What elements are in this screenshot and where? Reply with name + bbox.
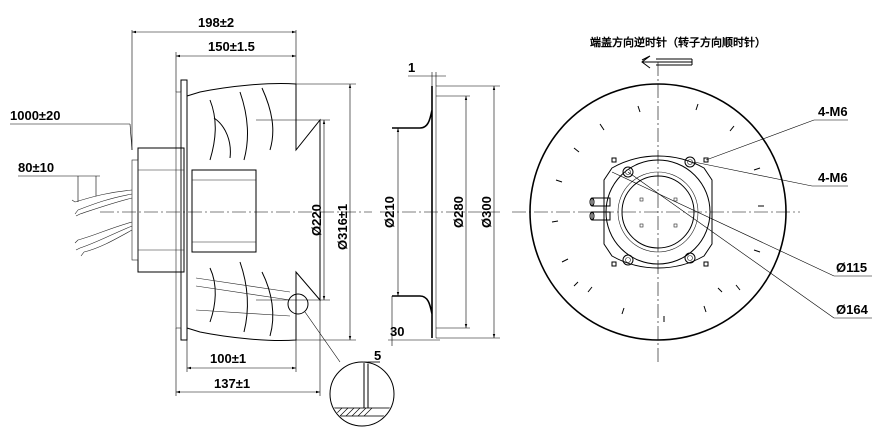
- leader-holes-inner: [693, 161, 813, 187]
- label-width-mid: 137±1: [214, 376, 250, 391]
- inlet-ring-view: 1 Ø210 Ø280 Ø300 30: [380, 60, 500, 346]
- motor-body: [137, 147, 185, 273]
- label-dia-inlet: Ø220: [309, 204, 324, 236]
- inlet-ring-profile: [392, 86, 433, 338]
- detail-circle: [329, 361, 395, 427]
- front-view: 端盖方向逆时针（转子方向顺时针） 4-M6 4-M6 Ø115 Ø164: [512, 35, 872, 365]
- bolt-holes-outer: [622, 156, 696, 266]
- label-ring-thickness: 1: [408, 60, 415, 75]
- front-hub-circle: [621, 175, 695, 249]
- label-ring-dia-inner: Ø210: [382, 196, 397, 228]
- label-bolt-circle-small: Ø115: [836, 260, 867, 275]
- detail-callout: [287, 293, 309, 315]
- label-holes-outer: 4-M6: [818, 104, 848, 119]
- label-ring-depth: 30: [390, 324, 404, 339]
- rotation-arrow: [641, 55, 693, 69]
- front-outer-circle: [529, 83, 787, 341]
- bolt-holes-inner: [611, 157, 709, 267]
- leader-dia-115: [611, 171, 835, 277]
- cables: [71, 189, 133, 257]
- label-width-impeller: 150±1.5: [208, 39, 255, 54]
- label-detail-gap: 5: [374, 348, 381, 363]
- label-ring-dia-outer: Ø300: [479, 196, 494, 228]
- label-cable-strip: 80±10: [18, 160, 54, 175]
- blade-ticks: [551, 103, 764, 322]
- label-ring-dia-mid: Ø280: [451, 196, 466, 228]
- label-bolt-circle-large: Ø164: [836, 302, 869, 317]
- leader-cable-length: [129, 123, 133, 151]
- leader-holes-outer: [705, 119, 815, 161]
- label-rotation-note: 端盖方向逆时针（转子方向顺时针）: [590, 35, 766, 49]
- cable-gland: [589, 197, 611, 221]
- label-width-front: 100±1: [210, 351, 246, 366]
- label-cable-length: 1000±20: [10, 108, 61, 123]
- label-dia-outer: Ø316±1: [335, 204, 350, 250]
- label-holes-inner: 4-M6: [818, 170, 848, 185]
- leader-dia-164: [627, 171, 835, 319]
- rotor-hub: [191, 169, 257, 253]
- label-width-overall: 198±2: [198, 15, 234, 30]
- detail-view: 5: [329, 348, 395, 427]
- side-view: 198±2 150±1.5 1000±20 80±10 Ø220 Ø316±1 …: [10, 15, 372, 396]
